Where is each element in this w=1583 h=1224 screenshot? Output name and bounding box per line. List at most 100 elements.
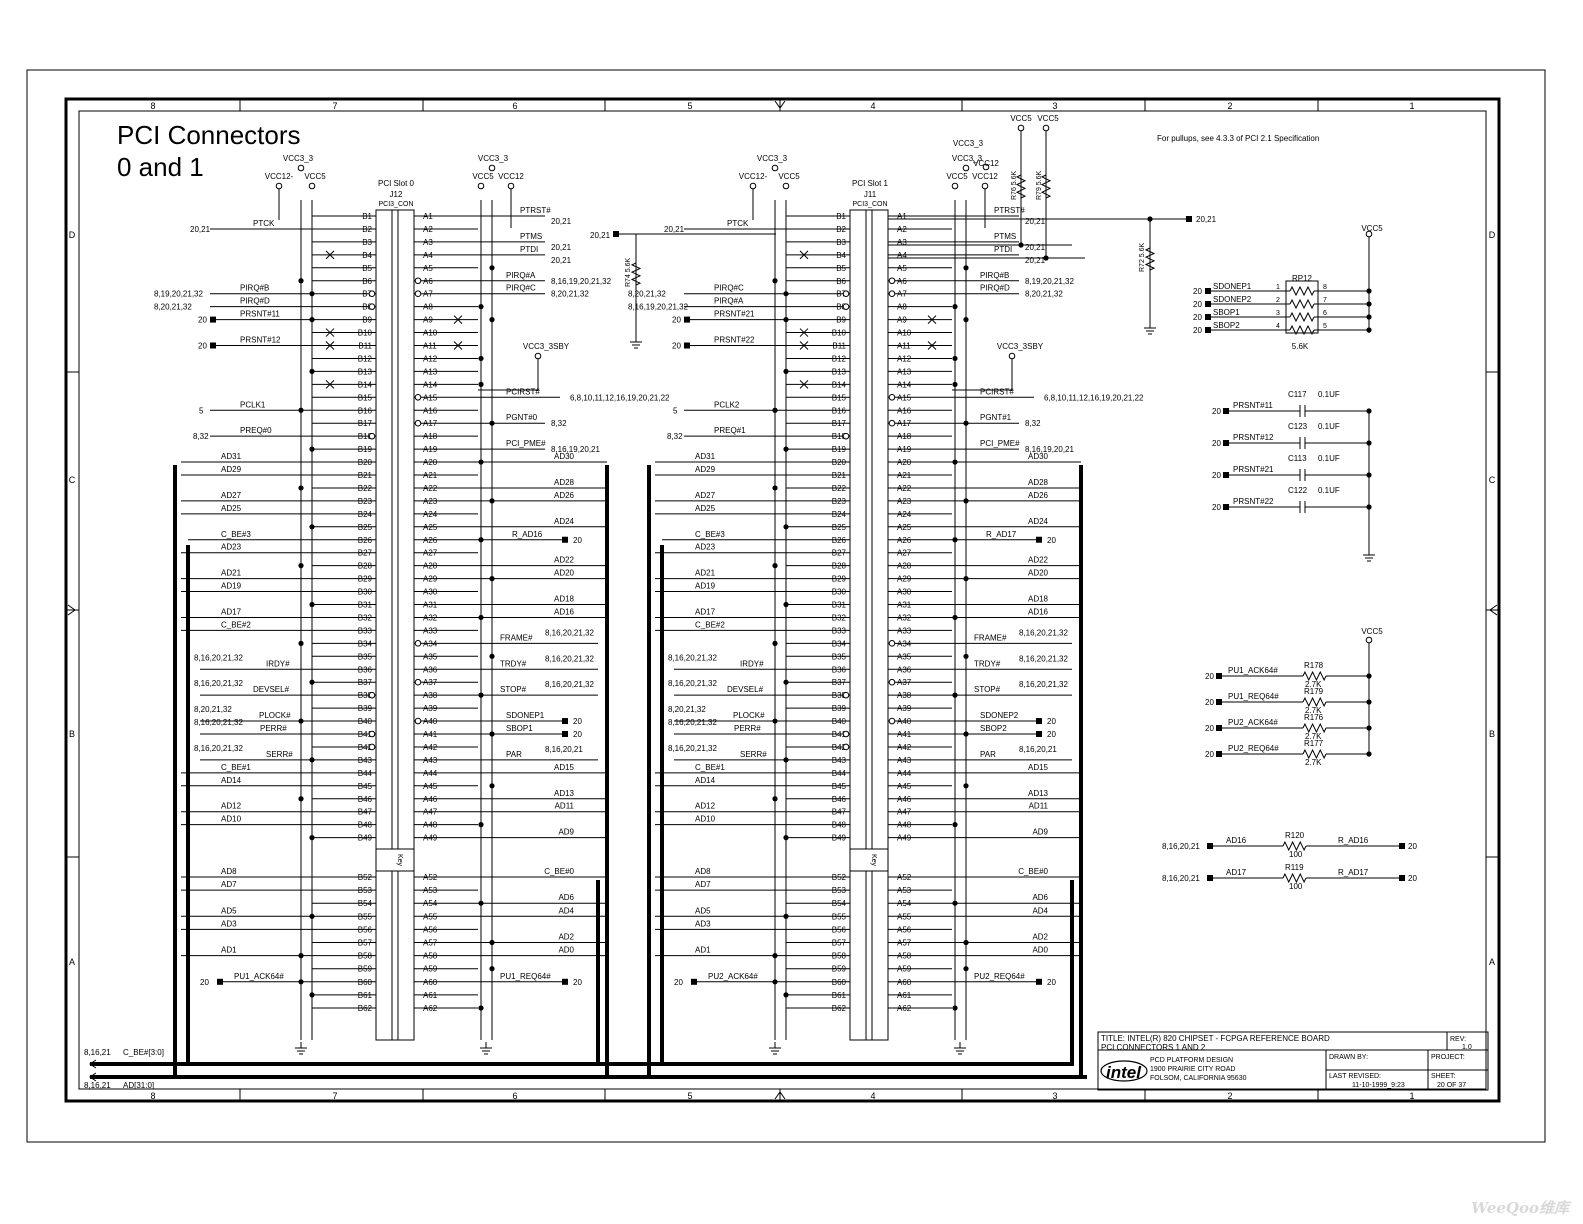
signal-label: IRDY# xyxy=(740,659,764,668)
power-terminal xyxy=(414,277,422,285)
signal-label: PGNT#1 xyxy=(980,413,1012,422)
connector-part: PCI3_CON xyxy=(378,201,413,208)
junction-dot xyxy=(963,966,969,972)
ref-label: 20 xyxy=(672,316,681,325)
offpage-connector xyxy=(1216,673,1222,679)
frame-outer xyxy=(64,97,1501,1103)
ref-label: 8,16,20,21,32 xyxy=(668,653,717,662)
project-label: PROJECT: xyxy=(1431,1054,1465,1061)
capacitor-label: 0.1UF xyxy=(1318,390,1340,399)
junction-dot xyxy=(772,953,778,959)
ad-net-label: AD18 xyxy=(554,595,575,604)
ad-net-label: AD17 xyxy=(695,607,716,616)
ad-net-label: AD8 xyxy=(221,867,237,876)
ad-net-label: AD17 xyxy=(221,607,242,616)
ref-label: 20 xyxy=(1047,978,1056,987)
resistor-label: 100 xyxy=(1289,882,1303,891)
ref-label: 8,19,20,21,32 xyxy=(154,290,203,299)
signal-label: DEVSEL# xyxy=(253,685,290,694)
signal-label: PU2_REQ64# xyxy=(1228,744,1279,753)
junction-dot xyxy=(298,485,304,491)
rail-label: VCC5 xyxy=(1361,224,1383,233)
junction-dot xyxy=(478,900,484,906)
signal-label: PIRQ#C xyxy=(506,284,536,293)
ref-label: 8,20,21,32 xyxy=(154,303,192,312)
signal-label: STOP# xyxy=(974,685,1001,694)
frame-center-arrow xyxy=(774,1091,786,1100)
sheet-value: 20 OF 37 xyxy=(1437,1082,1466,1089)
rail-label: VCC5 xyxy=(1010,114,1032,123)
signal-label: DEVSEL# xyxy=(727,685,764,694)
resistor-label: R176 xyxy=(1304,713,1324,722)
offpage-connector xyxy=(562,731,568,737)
power-terminal xyxy=(368,691,376,699)
ref-label: 8,20,21,32 xyxy=(1025,290,1063,299)
rail-label: VCC3_3 xyxy=(953,139,984,148)
signal-label: FRAME# xyxy=(974,633,1007,642)
junction-dot xyxy=(489,576,495,582)
pin-label: 1 xyxy=(1276,284,1280,291)
no-connect-mark xyxy=(325,328,335,337)
rail-label: VCC12 xyxy=(973,159,999,168)
ref-label: 20 xyxy=(1193,300,1202,309)
ad-net-label: AD18 xyxy=(1028,595,1049,604)
ref-label: 8,16,20,21 xyxy=(545,745,583,754)
frame-row-label: A xyxy=(69,957,75,967)
last-revised-label: LAST REVISED: xyxy=(1329,1073,1381,1080)
ad-net-label: AD12 xyxy=(221,802,242,811)
svg-text:intel: intel xyxy=(1106,1063,1142,1082)
junction-dot xyxy=(489,498,495,504)
signal-label: PTMS xyxy=(994,232,1016,241)
frame-col-label: 6 xyxy=(512,101,517,111)
resistor-label: R178 xyxy=(1304,661,1324,670)
ad-net-label: AD6 xyxy=(558,893,574,902)
resistor xyxy=(1289,298,1315,310)
ref-label: 8,16,20,21,32 xyxy=(1019,680,1068,689)
ref-label: 5 xyxy=(673,406,678,415)
signal-label: PRSNT#11 xyxy=(1233,401,1273,410)
rail-label: VCC12 xyxy=(972,172,998,181)
frame-col-label: 4 xyxy=(870,101,875,111)
ref-label: 8,32 xyxy=(1025,419,1041,428)
frame-col-label: 2 xyxy=(1227,101,1232,111)
junction-dot xyxy=(963,939,969,946)
ad-net-label: AD27 xyxy=(221,491,242,500)
rail-label: VCC3_3 xyxy=(952,154,983,163)
ref-label: 20 xyxy=(200,978,209,987)
power-terminal xyxy=(1042,124,1050,132)
ground-symbol xyxy=(954,1042,966,1055)
offpage-connector xyxy=(1216,751,1222,757)
power-terminal xyxy=(749,182,757,190)
drawn-by-label: DRAWN BY: xyxy=(1329,1054,1368,1061)
ad-net-label: AD8 xyxy=(695,867,711,876)
signal-label: PIRQ#B xyxy=(240,284,269,293)
power-terminal xyxy=(782,182,790,190)
ref-label: 5 xyxy=(199,406,204,415)
junction-dot xyxy=(309,835,315,841)
junction-dot xyxy=(309,601,315,608)
signal-label: PERR# xyxy=(260,724,287,733)
junction-dot xyxy=(783,601,789,608)
frame-row-label: D xyxy=(69,230,76,240)
resistor-label: R120 xyxy=(1285,831,1305,840)
ad-net-label: C_BE#2 xyxy=(695,620,725,629)
connector-ref: J11 xyxy=(864,190,877,199)
rail-label: VCC12- xyxy=(265,172,294,181)
ad-net-label: AD31 xyxy=(221,452,242,461)
power-terminal xyxy=(275,182,283,190)
offpage-connector xyxy=(217,978,223,985)
signal-label: R_AD17 xyxy=(986,530,1017,539)
ad-net-label: C_BE#3 xyxy=(695,530,725,539)
ref-label: 20,21 xyxy=(1025,256,1046,265)
junction-dot xyxy=(783,679,789,685)
ad-net-label: AD16 xyxy=(1028,607,1049,616)
signal-label: PERR# xyxy=(734,724,761,733)
page-subtitle: 0 and 1 xyxy=(117,152,204,182)
resistor-label: 2.7K xyxy=(1305,732,1322,741)
bus-name: C_BE#[3:0] xyxy=(123,1048,164,1057)
junction-dot xyxy=(309,992,315,998)
no-connect-mark xyxy=(927,341,937,350)
ref-label: 20 xyxy=(1212,407,1221,416)
ref-label: 8,20,21,32 xyxy=(628,290,666,299)
junction-dot xyxy=(952,304,958,310)
